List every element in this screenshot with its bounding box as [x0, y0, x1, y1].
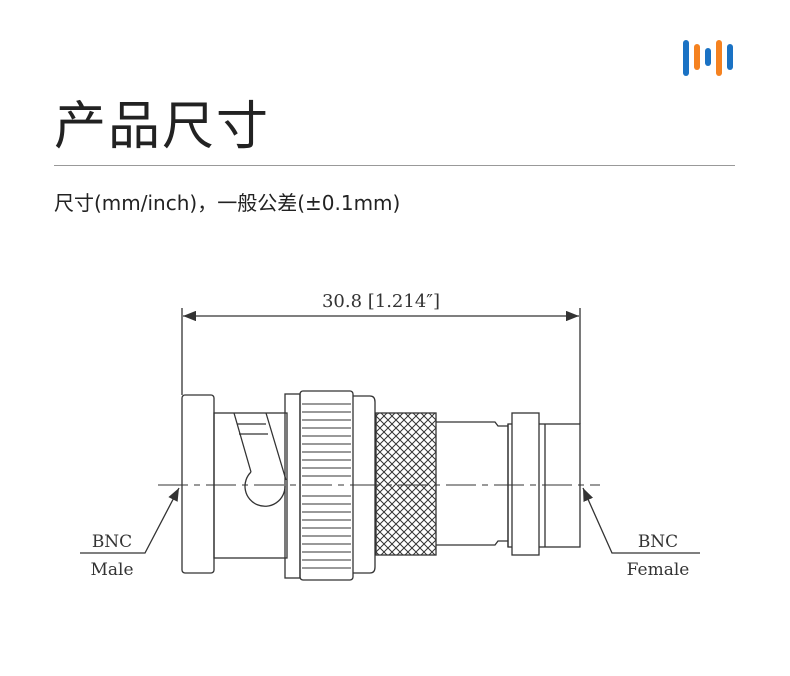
dimension-note: 尺寸(mm/inch)，一般公差(±0.1mm) [54, 191, 401, 215]
male-label-line1: BNC [92, 532, 132, 552]
bayonet-slot [233, 412, 287, 481]
bayonet-pin [244, 471, 286, 507]
female-pin-tabs [511, 412, 540, 556]
adapter-body [436, 421, 508, 546]
knurled-grip [375, 412, 437, 556]
female-label-line2: Female [627, 560, 690, 580]
male-cap [181, 394, 215, 574]
page-title: 产品尺寸 [54, 97, 271, 157]
brand-logo [683, 40, 733, 76]
male-label-line2: Male [90, 560, 133, 580]
overall-length: 30.8 [1.214″] [322, 291, 440, 312]
male-leader [80, 487, 180, 554]
female-leader [582, 487, 700, 554]
female-label-line1: BNC [638, 532, 678, 552]
divider [54, 165, 735, 166]
